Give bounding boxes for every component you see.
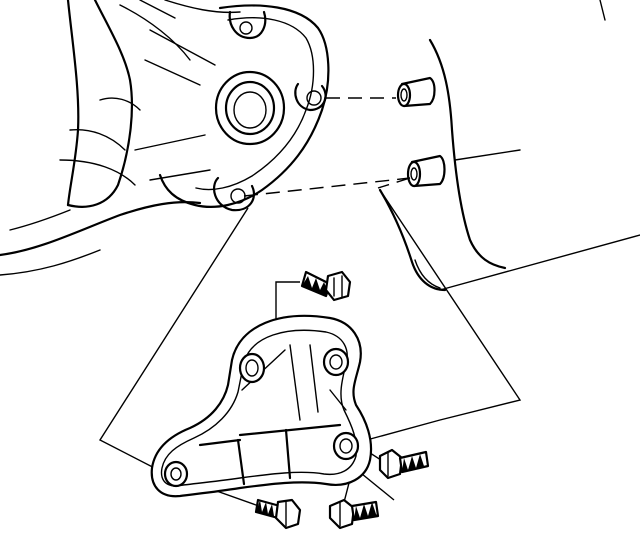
locating-dowel-lower [406,154,446,188]
engine-block [378,0,640,292]
bolt-upper [300,270,352,302]
mounting-bracket [150,314,373,498]
bolt-bottom-left [254,498,302,530]
bolt-bottom-right [328,498,380,530]
transmission-case [0,0,330,276]
alignment-lines [243,97,411,197]
locating-dowel-upper [396,76,436,108]
bolt-right [378,448,430,480]
